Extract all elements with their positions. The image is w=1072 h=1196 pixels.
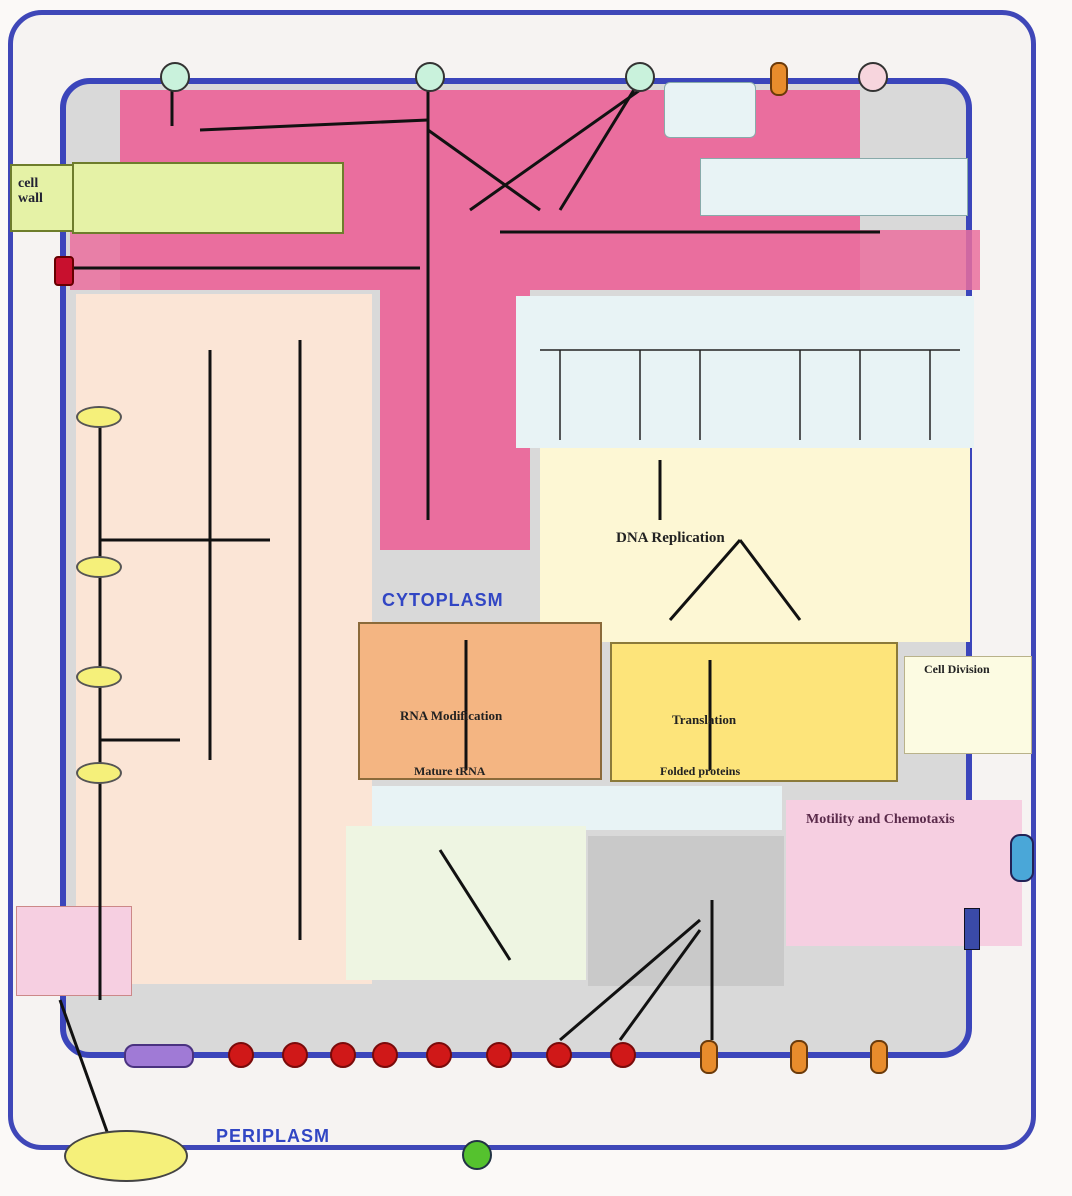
mature-trna-label: Mature tRNA — [414, 764, 485, 779]
transporter-3 — [330, 1042, 356, 1068]
cytoplasm-label: CYTOPLASM — [382, 590, 504, 611]
outer-porin-2 — [415, 62, 445, 92]
outer-porin-4 — [858, 62, 888, 92]
yellow-node-4 — [76, 762, 122, 784]
secretion-channel — [964, 908, 980, 950]
transporter-7 — [546, 1042, 572, 1068]
abc-transporter-3 — [870, 1040, 888, 1074]
yellow-node-1 — [76, 406, 122, 428]
outer-yellow-node — [64, 1130, 188, 1182]
transporter-5 — [426, 1042, 452, 1068]
cell-wall-label: cell wall — [18, 176, 43, 207]
flagellar-motor — [1010, 834, 1034, 882]
cell-division-label: Cell Division — [924, 662, 990, 677]
abc-transporter-1 — [700, 1040, 718, 1074]
transporter-2 — [282, 1042, 308, 1068]
purple-complex — [124, 1044, 194, 1068]
transporter-1 — [228, 1042, 254, 1068]
left-transporter — [54, 256, 74, 286]
motility-chemotaxis-label: Motility and Chemotaxis — [806, 812, 955, 828]
green-outer-node — [462, 1140, 492, 1170]
yellow-node-2 — [76, 556, 122, 578]
outer-porin-3 — [625, 62, 655, 92]
dna-replication-label: DNA Replication — [616, 530, 725, 547]
transporter-6 — [486, 1042, 512, 1068]
translation-label: Translation — [672, 712, 736, 728]
transporter-8 — [610, 1042, 636, 1068]
outer-porin-1 — [160, 62, 190, 92]
rna-modification-label: RNA Modification — [400, 708, 502, 724]
yellow-node-3 — [76, 666, 122, 688]
periplasm-label: PERIPLASM — [216, 1126, 330, 1147]
abc-transporter-top — [770, 62, 788, 96]
transporter-4 — [372, 1042, 398, 1068]
abc-transporter-2 — [790, 1040, 808, 1074]
folded-proteins-label: Folded proteins — [660, 764, 740, 779]
